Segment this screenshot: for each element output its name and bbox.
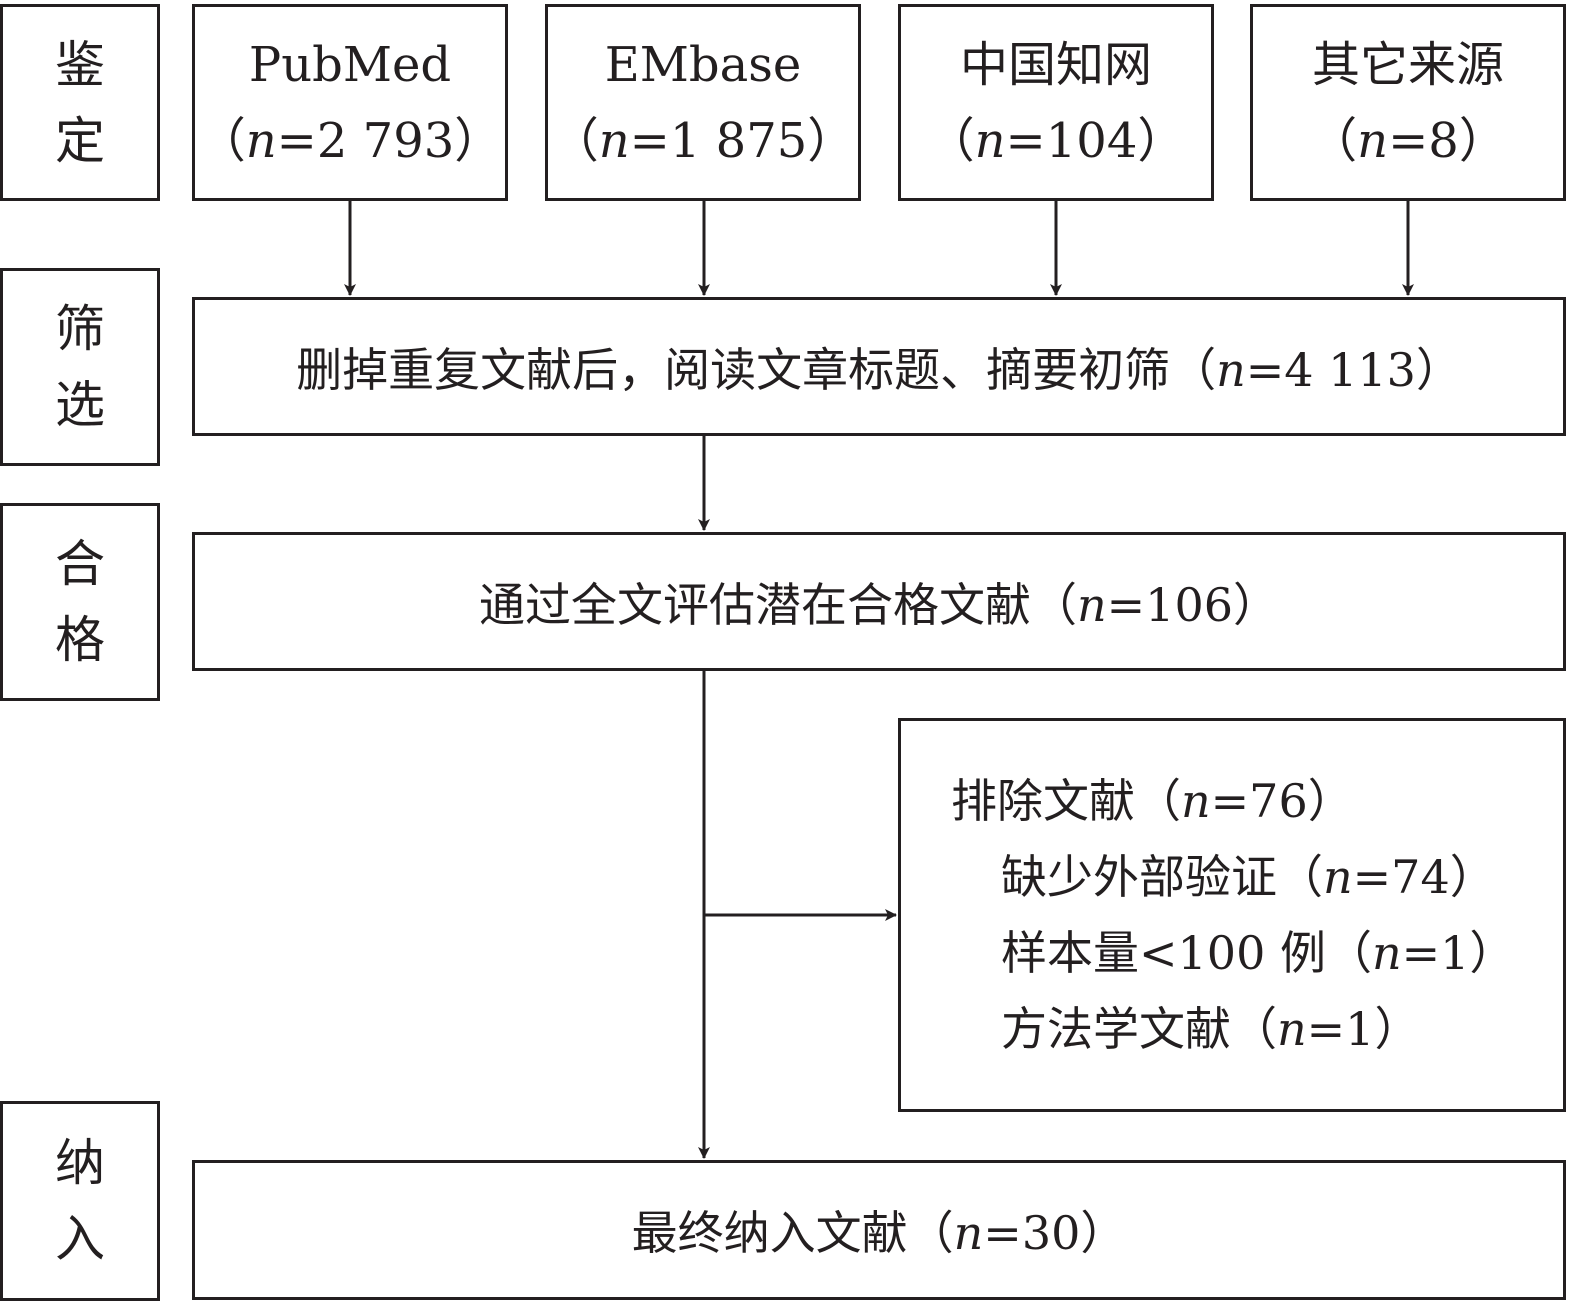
excluded-title: 排除文献（n=76） xyxy=(951,774,1354,828)
stage-inclusion-char-1: 纳 xyxy=(55,1134,105,1192)
source-count: （n=2 793） xyxy=(197,112,503,169)
screening-text: 删掉重复文献后，阅读文章标题、摘要初筛（n=4 113） xyxy=(296,342,1462,397)
included-text: 最终纳入文献（n=30） xyxy=(631,1206,1127,1260)
source-count: （n=1 875） xyxy=(550,112,856,169)
eligibility-text: 通过全文评估潜在合格文献（n=106） xyxy=(479,577,1279,632)
eligibility-box: 通过全文评估潜在合格文献（n=106） xyxy=(192,532,1566,671)
source-count: （n=104） xyxy=(926,112,1186,169)
stage-eligibility-char-2: 格 xyxy=(55,611,105,669)
included-box: 最终纳入文献（n=30） xyxy=(192,1160,1566,1300)
source-name: 其它来源 xyxy=(1311,36,1504,93)
stage-screening: 筛 选 xyxy=(0,268,160,466)
stage-identification-char-2: 定 xyxy=(55,111,105,170)
source-box-pubmed: PubMed （n=2 793） xyxy=(192,4,508,201)
stage-identification-char-1: 鉴 xyxy=(55,35,105,94)
excluded-reason: 方法学文献（n=1） xyxy=(1001,1002,1421,1056)
source-name: EMbase xyxy=(604,36,802,93)
excluded-reason: 样本量<100 例（n=1） xyxy=(1001,926,1516,980)
source-name: PubMed xyxy=(248,36,452,93)
stage-eligibility-char-1: 合 xyxy=(55,535,105,593)
stage-inclusion-char-2: 入 xyxy=(55,1210,105,1268)
source-box-other: 其它来源 （n=8） xyxy=(1250,4,1566,201)
stage-identification: 鉴 定 xyxy=(0,4,160,201)
excluded-reason: 缺少外部验证（n=74） xyxy=(1001,850,1496,904)
screening-box: 删掉重复文献后，阅读文章标题、摘要初筛（n=4 113） xyxy=(192,297,1566,436)
source-count: （n=8） xyxy=(1309,112,1507,169)
stage-screening-char-1: 筛 xyxy=(55,300,105,358)
stage-screening-char-2: 选 xyxy=(55,376,105,434)
stage-inclusion: 纳 入 xyxy=(0,1101,160,1301)
source-name: 中国知网 xyxy=(959,36,1152,93)
source-box-embase: EMbase （n=1 875） xyxy=(545,4,861,201)
source-box-cnki: 中国知网 （n=104） xyxy=(898,4,1214,201)
excluded-box: 排除文献（n=76） 缺少外部验证（n=74） 样本量<100 例（n=1） 方… xyxy=(898,718,1566,1112)
stage-eligibility: 合 格 xyxy=(0,503,160,701)
